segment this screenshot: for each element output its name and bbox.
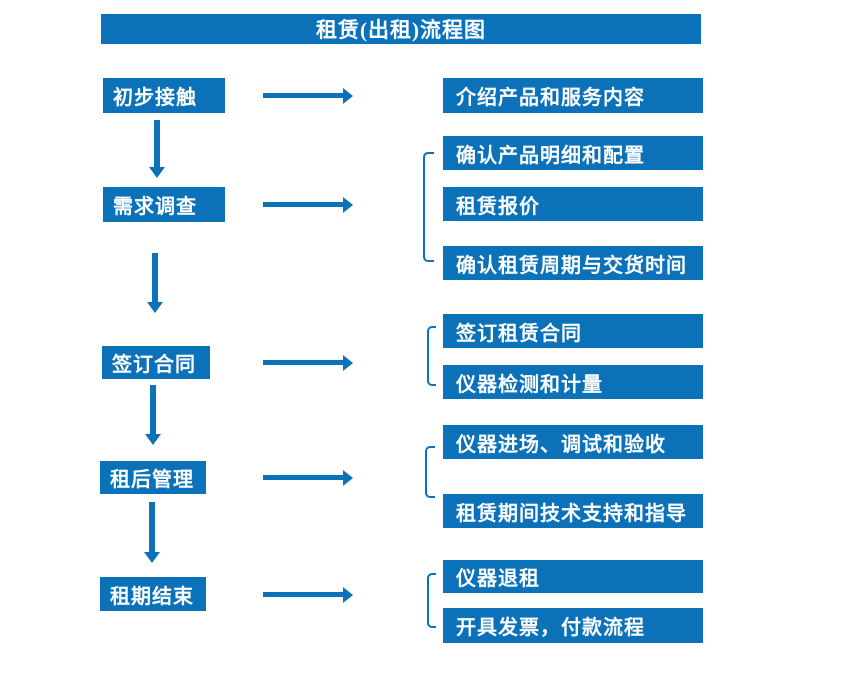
- step-box-rental-end: 租期结束: [100, 577, 206, 611]
- step-box-needs-survey: 需求调查: [103, 187, 225, 222]
- detail-box: 仪器检测和计量: [443, 365, 703, 399]
- group-bracket: [423, 152, 434, 262]
- group-bracket: [427, 573, 436, 628]
- flow-down-arrow-icon: [152, 253, 158, 302]
- flow-right-arrow-icon: [263, 475, 343, 480]
- detail-box: 租赁报价: [443, 187, 703, 221]
- detail-box: 仪器进场、调试和验收: [443, 425, 703, 459]
- detail-box: 签订租赁合同: [443, 314, 703, 348]
- flowchart-title: 租赁(出租)流程图: [101, 14, 701, 44]
- flow-right-arrow-icon: [263, 202, 343, 207]
- detail-box: 仪器退租: [443, 560, 703, 593]
- flow-down-arrow-icon: [150, 385, 156, 434]
- flow-down-arrow-icon: [149, 502, 155, 552]
- detail-box: 租赁期间技术支持和指导: [443, 494, 703, 528]
- detail-box: 介绍产品和服务内容: [443, 78, 703, 113]
- step-box-sign-contract: 签订合同: [102, 346, 210, 379]
- flow-right-arrow-icon: [263, 360, 343, 365]
- group-bracket: [427, 326, 436, 386]
- flow-right-arrow-icon: [263, 592, 343, 597]
- step-box-post-rental: 租后管理: [100, 461, 206, 494]
- detail-box: 确认租赁周期与交货时间: [443, 246, 703, 280]
- flow-right-arrow-icon: [263, 93, 343, 98]
- flow-down-arrow-icon: [154, 120, 160, 167]
- step-box-initial-contact: 初步接触: [103, 78, 225, 113]
- detail-box: 开具发票，付款流程: [443, 608, 703, 643]
- group-bracket: [425, 446, 435, 498]
- detail-box: 确认产品明细和配置: [443, 136, 703, 170]
